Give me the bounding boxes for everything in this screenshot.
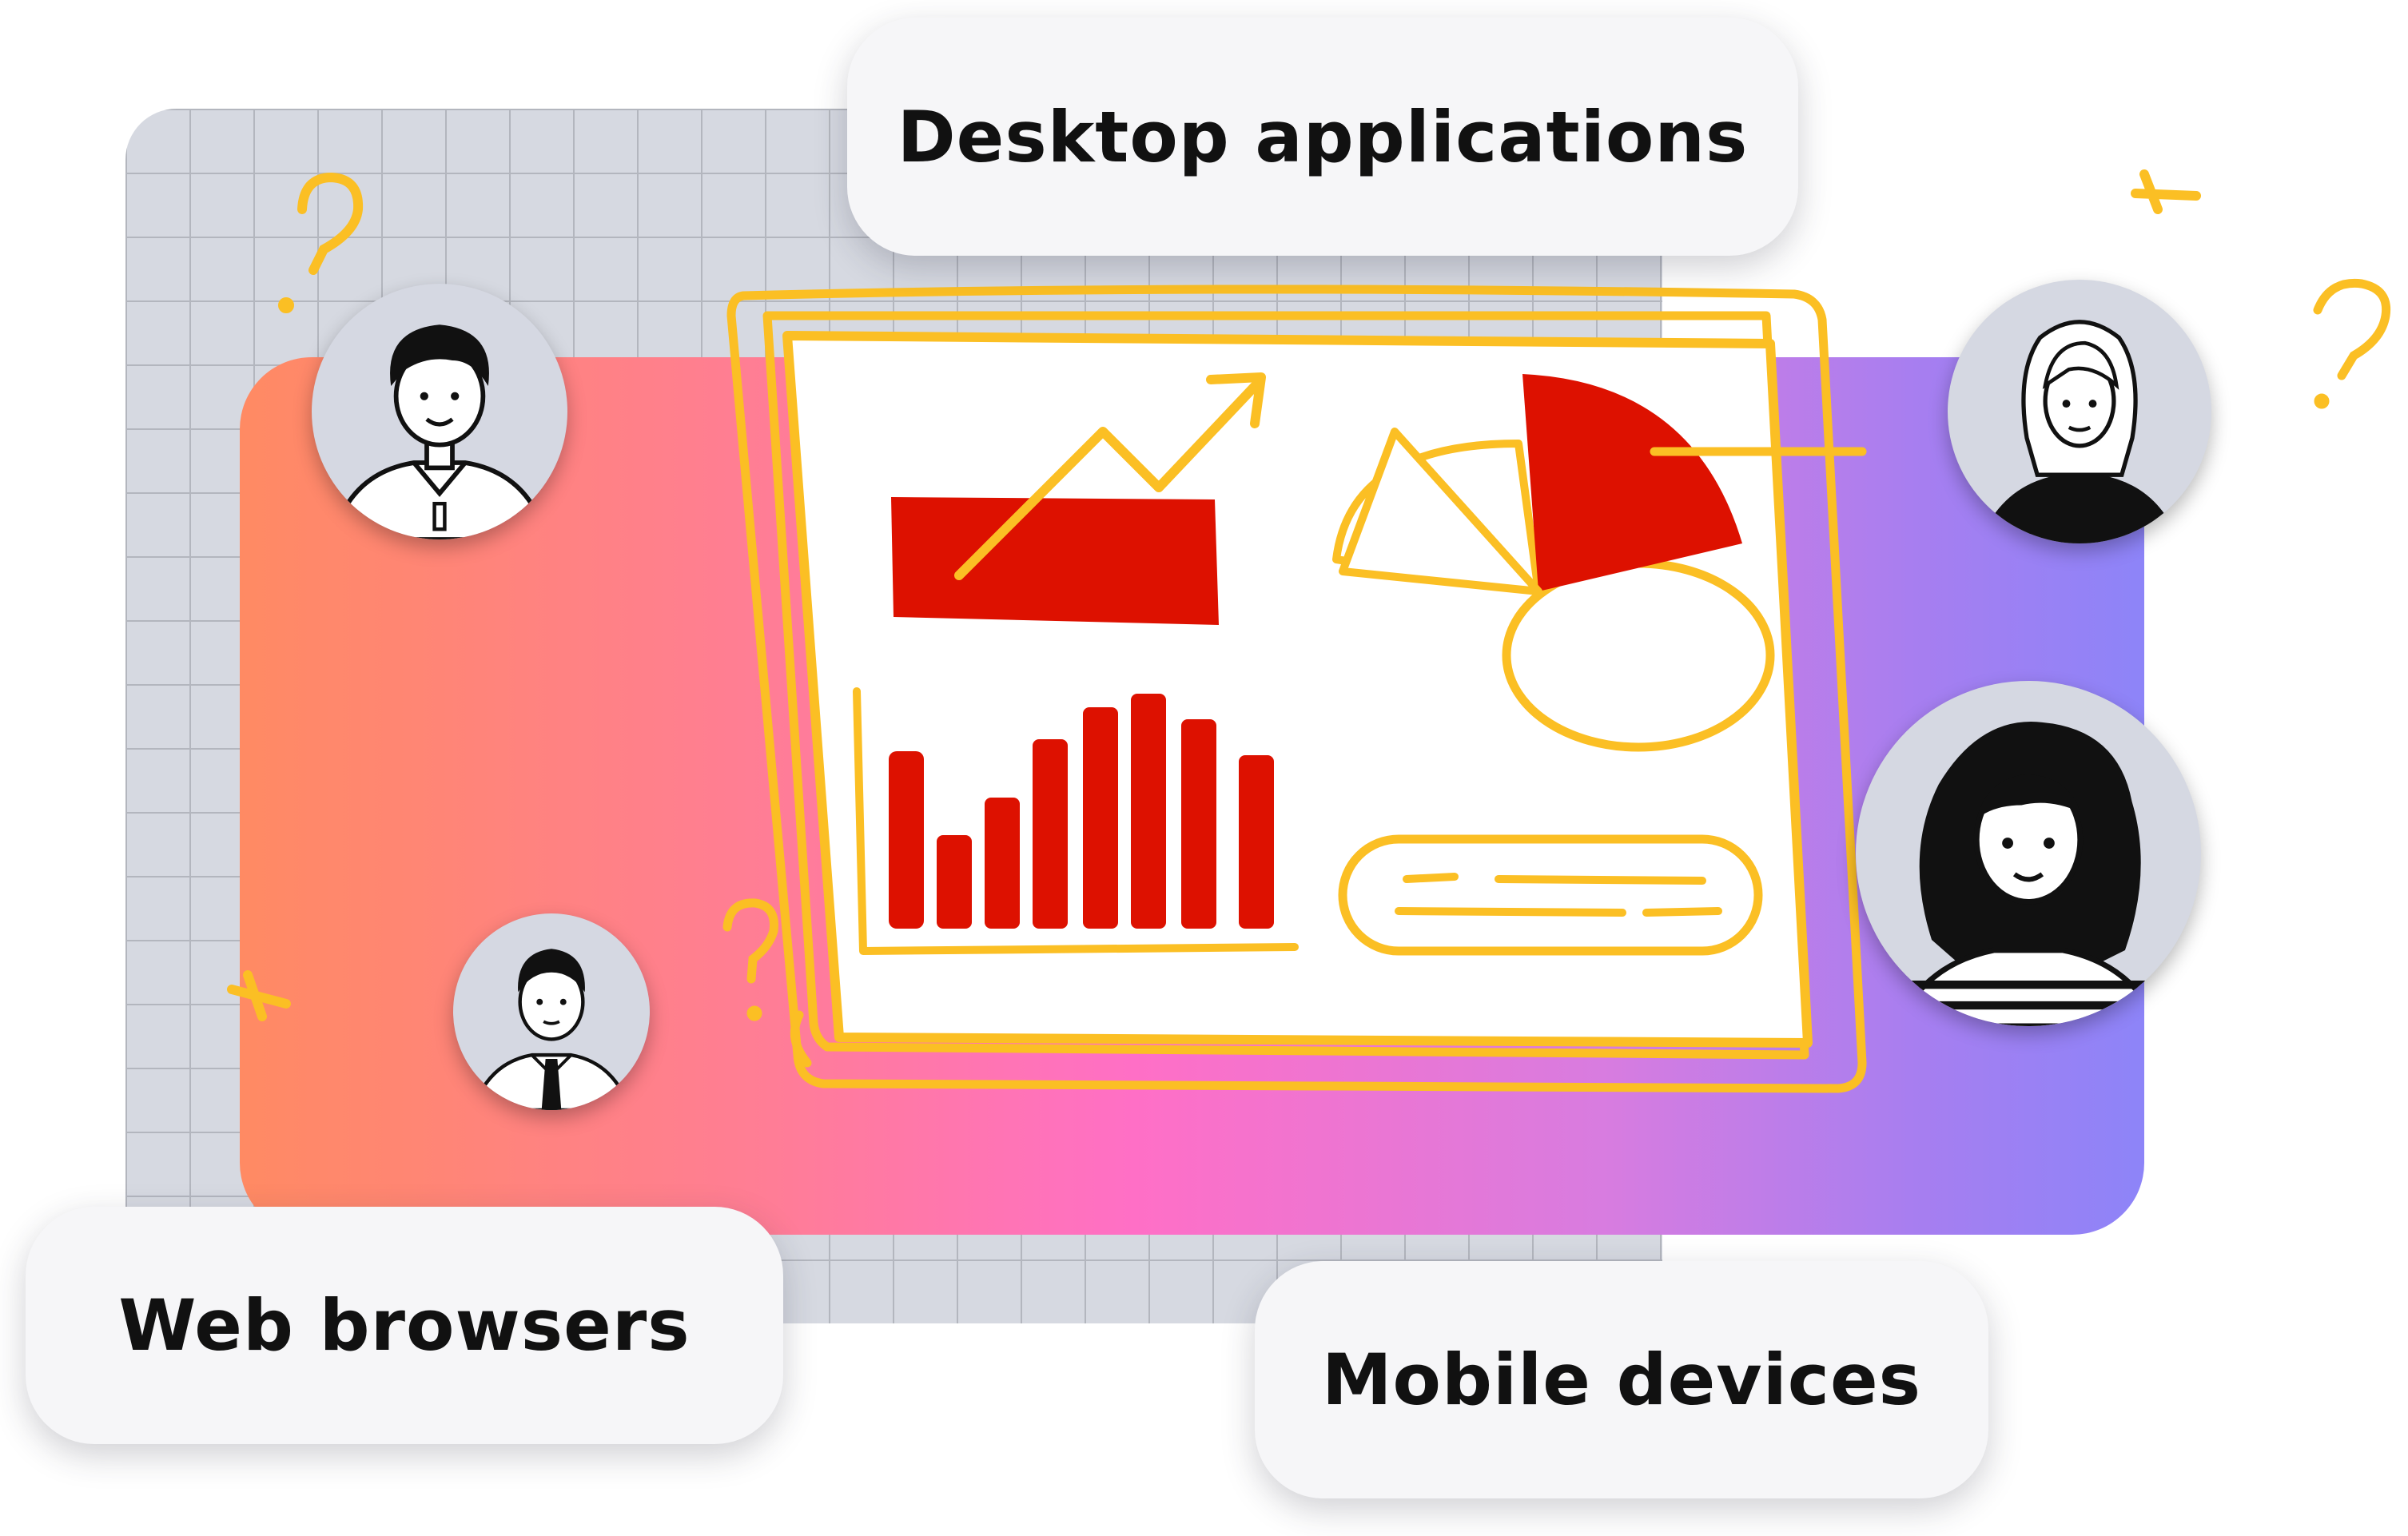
person-avatar	[312, 284, 567, 539]
person-avatar	[1948, 280, 2211, 543]
plus-icon	[2131, 169, 2201, 214]
question-mark-icon	[2313, 278, 2391, 409]
woman-straight-hair-avatar-icon	[1979, 320, 2180, 543]
woman-curly-hair-avatar-icon	[1894, 722, 2163, 1026]
man-shirt-avatar-icon	[329, 324, 550, 539]
label-web-browsers: Web browsers	[26, 1207, 783, 1444]
label-desktop-applications: Desktop applications	[847, 18, 1798, 256]
person-avatar	[453, 913, 650, 1110]
person-avatar	[1856, 681, 2201, 1026]
man-tie-avatar-icon	[471, 949, 632, 1110]
label-mobile-devices: Mobile devices	[1255, 1261, 1988, 1498]
